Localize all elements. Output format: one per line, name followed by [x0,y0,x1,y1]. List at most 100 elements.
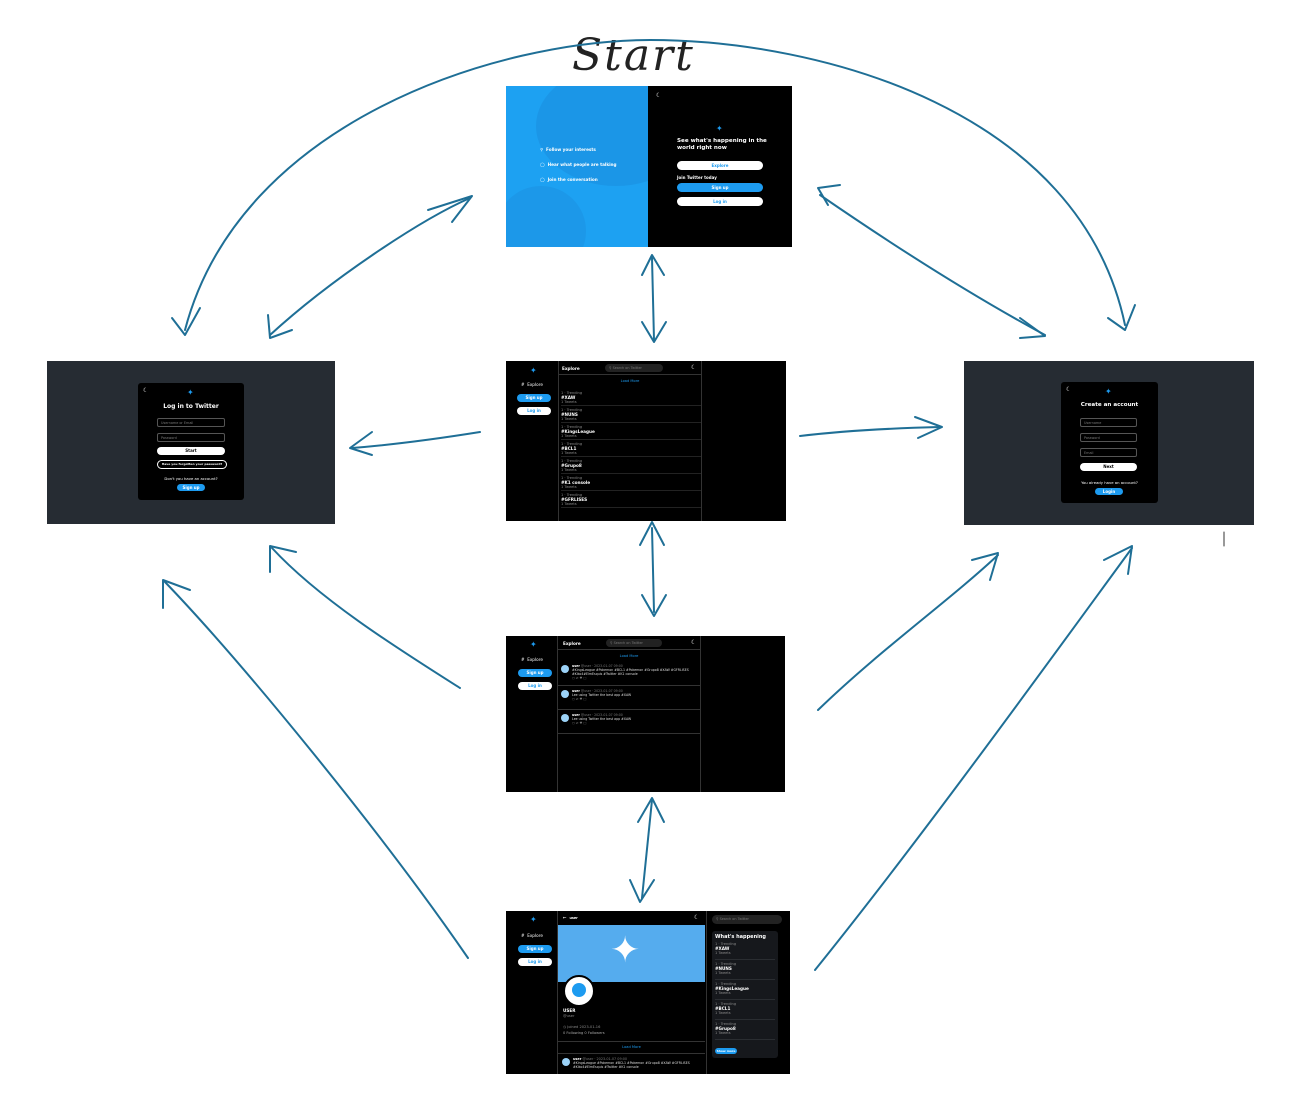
tweet-actions[interactable]: ○ ⇄ ♥ □ [572,721,587,725]
show-more-button[interactable]: Show more [715,1048,737,1054]
trend-name: #XAW [561,395,576,401]
nav-explore[interactable]: # Explore [521,382,543,387]
trend-label: 1 · Trending [561,441,583,446]
moon-icon[interactable]: ☾ [656,92,662,99]
signup-button[interactable]: Sign up [677,183,763,192]
moon-icon[interactable]: ☾ [691,364,697,371]
username-field[interactable]: Username or Email [157,418,225,427]
nav-explore[interactable]: # Explore [521,657,543,662]
twitter-bird-icon: ✦ [187,388,194,397]
trend-label: 1 · Trending [561,390,583,395]
trend-name: #K1 console [561,480,591,486]
moon-icon[interactable]: ☾ [1066,386,1072,393]
password-field[interactable]: Password [1080,433,1137,442]
login-button[interactable]: Log in [517,407,551,415]
trend-label: 1 · Trending [715,1001,737,1006]
email-field[interactable]: Email [1080,448,1137,457]
arrow-explore-login [351,431,481,449]
nav-explore[interactable]: # Explore [521,933,543,938]
have-account-label: You already have an account? [1081,480,1138,485]
arc-arrow-top [184,39,1126,331]
login-button[interactable]: Log in [518,682,552,690]
diagram-title: Start [572,30,695,81]
twitter-bird-icon[interactable]: ✦ [530,366,537,375]
trend-count: 1 Tweets [561,485,577,490]
search-input[interactable]: ⚲ Search on Twitter [605,364,663,372]
start-button[interactable]: Start [157,447,225,455]
profile-header: ← user [563,915,578,920]
globe-icon: ◯ [540,162,545,167]
profile-handle: @user [563,1014,575,1018]
tweet-text: Lee using Twitter the best app #XAW [572,693,632,697]
create-title: Create an account [1080,402,1139,408]
trend-count: 1 Tweets [715,1031,731,1036]
trend-name: #Grupo8 [561,463,582,469]
arrow-profile-create [814,547,1133,971]
trend-count: 1 Tweets [715,971,731,976]
hashtag-icon: # [521,933,525,938]
moon-icon[interactable]: ☾ [694,914,700,921]
trend-name: #XAW [715,946,730,952]
twitter-bird-icon: ✦ [610,930,641,971]
forgot-password-button[interactable]: Have you forgotten your password? [157,460,227,469]
login-button[interactable]: Log in [677,197,763,206]
search-icon: ⚲ [609,366,612,370]
tweet-user: user [572,664,580,668]
back-arrow-icon[interactable]: ← [563,915,567,920]
login-button[interactable]: Log in [518,958,552,966]
moon-icon[interactable]: ☾ [691,639,697,646]
moon-icon[interactable]: ☾ [143,387,149,394]
tweet-text: Lee using Twitter the best app #XAW [572,717,632,721]
tweet-actions[interactable]: ○ ⇄ ♥ □ [572,697,587,701]
trend-name: #NUNS [561,412,578,418]
search-input[interactable]: ⚲ Search on Twitter [606,639,662,647]
create-card: ☾ ✦ Create an account Username Password … [1061,382,1158,503]
trend-name: #KingsLeague [715,986,749,992]
next-button[interactable]: Next [1080,463,1137,471]
load-more-link[interactable]: Load More [620,379,640,383]
login-button[interactable]: Login [1095,488,1123,495]
profile-joined: ◷ Joined 2023-01-16 [563,1025,601,1029]
tweet-user: user [573,1057,582,1061]
tweet[interactable]: user @user · 2023-01-07 09:00 #KingsLeag… [573,1057,701,1069]
trend-name: #BCL1 [561,446,577,452]
signup-button[interactable]: Sign up [517,394,551,402]
twitter-bird-icon[interactable]: ✦ [530,915,537,924]
hashtag-icon: # [521,382,525,387]
no-account-label: Don't you have an account? [164,476,218,481]
load-more-link[interactable]: Load More [619,654,639,658]
password-field[interactable]: Password [157,433,225,442]
tweet-actions[interactable]: ○ ⇄ ♥ □ [572,676,587,680]
trend-name: #BCL1 [715,1006,731,1012]
explore-button[interactable]: Explore [677,161,763,170]
signup-button[interactable]: Sign up [518,669,552,677]
tweet-meta: @user · 2023-01-07 09:00 [579,664,623,668]
signup-button[interactable]: Sign up [177,484,205,491]
username-field[interactable]: Username [1080,418,1137,427]
signup-button[interactable]: Sign up [518,945,552,953]
twitter-bird-icon[interactable]: ✦ [530,640,537,649]
arrow-tweets-login [271,547,461,689]
explore-tweets-screen: ✦ # Explore Sign up Log in Explore ⚲ Sea… [506,636,785,792]
search-input[interactable]: ⚲ Search on Twitter [712,915,782,924]
load-more-link[interactable]: Load More [622,1045,641,1049]
tweet[interactable]: user @user · 2023-01-07 09:00#KingsLeagu… [558,661,700,686]
arrow-explore-create [799,426,941,437]
trend-count: 1 Tweets [561,451,577,456]
